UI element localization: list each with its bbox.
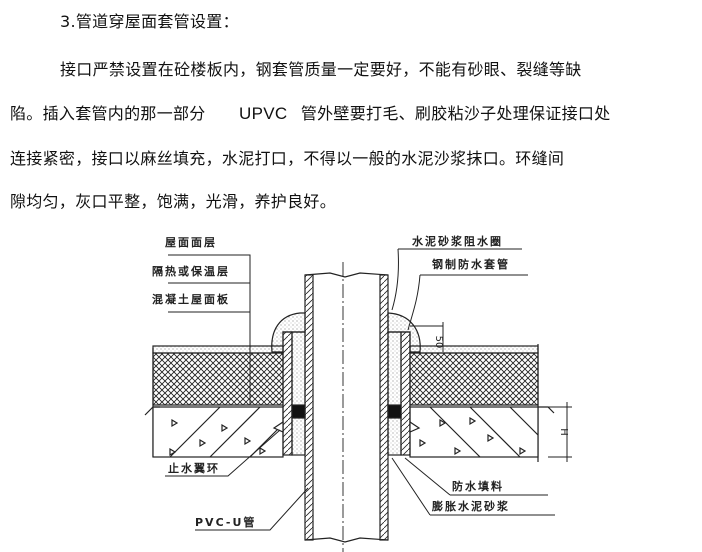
section-heading: 3.管道穿屋面套管设置：: [60, 12, 239, 31]
pvc-pipe: [304, 262, 389, 552]
label-water-stop-ring: 止水翼环: [168, 461, 220, 475]
label-concrete-slab: 混凝土屋面板: [152, 292, 230, 306]
label-roof-surface: 屋面面层: [165, 236, 217, 249]
label-mortar-ring: 水泥砂浆阻水圈: [412, 234, 503, 248]
right-roof-slab: [409, 344, 555, 462]
paragraph-text: 陷。插入套管内的那一部分: [10, 104, 206, 123]
leader-lines: [165, 248, 555, 531]
dimension-h-label: H: [558, 428, 569, 436]
dimension-50-label: 50: [433, 336, 444, 349]
label-steel-sleeve: 钢制防水套管: [432, 257, 510, 271]
paragraph-line-1: 接口严禁设置在砼楼板内，钢套管质量一定要好，不能有砂眼、裂缝等缺: [60, 60, 582, 79]
paragraph-text: UPVC: [239, 104, 288, 123]
dimension-h: H: [548, 402, 572, 462]
dimension-50: 50: [410, 322, 444, 352]
left-roof-slab: [144, 345, 284, 458]
paragraph-line-2: 陷。插入套管内的那一部分 UPVC 管外壁要打毛、刷胶粘沙子处理保证接口处: [10, 100, 611, 124]
paragraph-line-4: 隙均匀，灰口平整，饱满，光滑，养护良好。: [10, 192, 337, 211]
paragraph-text: 管外壁要打毛、刷胶粘沙子处理保证接口处: [300, 104, 611, 123]
steel-sleeve: [272, 331, 421, 456]
label-expansive-mortar: 膨胀水泥砂浆: [431, 499, 510, 513]
label-pvc-pipe: PVC-U管: [195, 515, 256, 529]
label-insulation: 隔热或保温层: [152, 264, 230, 278]
label-waterproof-filler: 防水填料: [452, 479, 504, 493]
paragraph-line-3: 连接紧密，接口以麻丝填充，水泥打口，不得以一般的水泥沙浆抹口。环缝间: [10, 149, 565, 168]
